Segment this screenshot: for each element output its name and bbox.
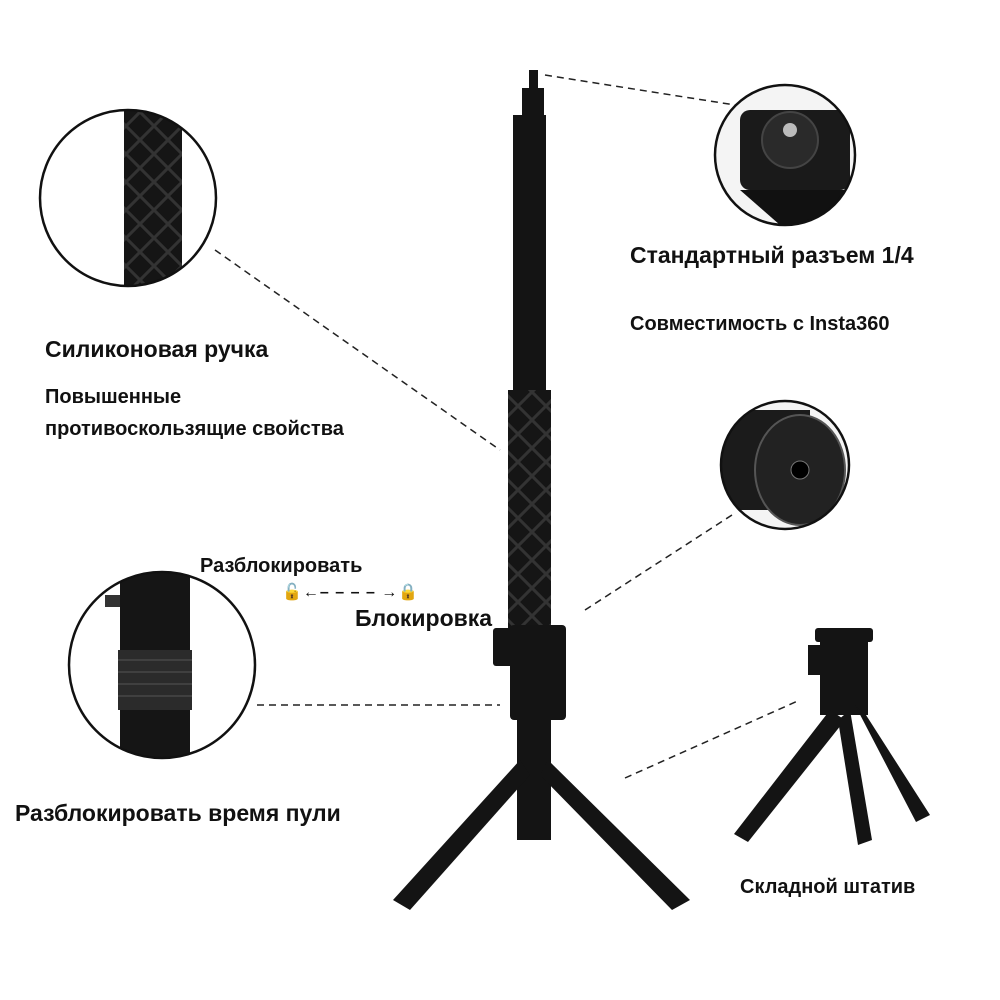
selfie-stick bbox=[393, 70, 690, 910]
unlock-label: Разблокировать bbox=[200, 555, 363, 577]
thread-title: Стандартный разъем 1/4 bbox=[630, 242, 914, 268]
lock-icon: 🔒 bbox=[398, 584, 420, 601]
folding-tripod bbox=[734, 628, 930, 845]
lock-direction-indicator: 🔓←– – – – →🔒 bbox=[282, 582, 419, 602]
lock-arrow: ←– – – – → bbox=[302, 584, 399, 601]
thread-detail-circle bbox=[719, 399, 851, 531]
tripod-title: Складной штатив bbox=[740, 876, 916, 898]
unlock-icon: 🔓 bbox=[282, 584, 303, 601]
lock-label: Блокировка bbox=[355, 605, 493, 631]
grip-detail-circle bbox=[38, 108, 218, 288]
grip-desc-line1: Повышенные bbox=[45, 386, 182, 408]
grip-title: Силиконовая ручка bbox=[45, 336, 269, 362]
bullet-time-detail-circle bbox=[67, 570, 257, 760]
leader-lines bbox=[214, 74, 801, 779]
mount-detail-circle bbox=[713, 83, 857, 227]
grip-desc-line2: противоскользящие свойства bbox=[45, 418, 344, 440]
compat-text: Совместимость с Insta360 bbox=[630, 313, 890, 335]
bullet-time-title: Разблокировать время пули bbox=[15, 800, 341, 826]
